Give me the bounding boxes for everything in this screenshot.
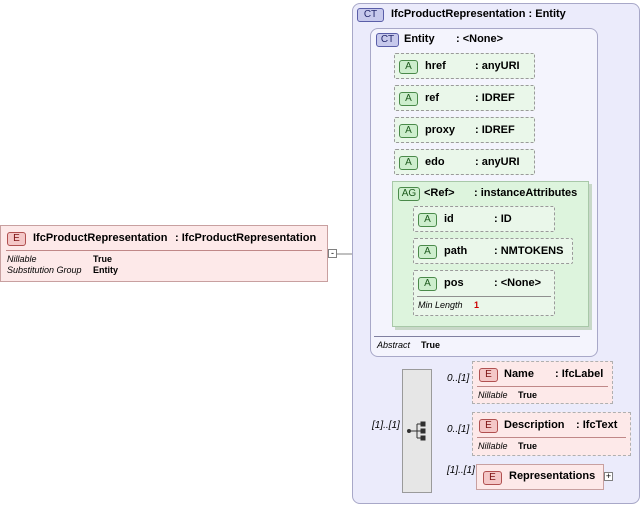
substitution-group-value: Entity <box>93 265 119 275</box>
element-type: : IfcText <box>576 419 618 431</box>
complex-type-badge: CT <box>357 8 384 22</box>
abstract-key: Abstract <box>377 340 411 350</box>
attribute-type: : NMTOKENS <box>494 245 564 257</box>
attribute-name: edo <box>425 156 445 168</box>
attribute-name: path <box>444 245 468 257</box>
sequence-icon <box>407 421 426 441</box>
child-element-description[interactable]: E Description : IfcText Nillable True <box>472 412 631 456</box>
element-name: Representations <box>509 470 596 482</box>
sequence-multiplicity: [1]..[1] <box>372 420 400 431</box>
attribute-badge: A <box>399 60 418 74</box>
nillable-key: Nillable <box>478 390 508 400</box>
base-type-name: Entity <box>404 33 435 45</box>
attribute-name: proxy <box>425 124 455 136</box>
expand-toggle[interactable]: + <box>604 471 613 481</box>
element-divider <box>477 437 626 438</box>
attribute-name: ref <box>425 92 440 104</box>
sequence-compositor[interactable] <box>402 369 432 493</box>
element-name: Name <box>504 368 534 380</box>
attribute-href[interactable]: A href : anyURI <box>394 53 535 79</box>
element-name: Description <box>504 419 565 431</box>
element-badge: E <box>483 471 502 485</box>
substitution-group-key: Substitution Group <box>7 265 82 275</box>
element-divider <box>477 386 608 387</box>
attribute-name: id <box>444 213 454 225</box>
attribute-type: : ID <box>494 213 512 225</box>
attribute-group-badge: AG <box>398 187 420 201</box>
attribute-path[interactable]: A path : NMTOKENS <box>413 238 573 264</box>
attribute-group-type: : instanceAttributes <box>474 187 578 199</box>
root-element-box[interactable]: E IfcProductRepresentation : IfcProductR… <box>0 225 328 282</box>
root-element-name: IfcProductRepresentation <box>33 232 168 244</box>
child-element-name[interactable]: E Name : IfcLabel Nillable True <box>472 361 613 404</box>
element-type: : IfcLabel <box>555 368 604 380</box>
nillable-value: True <box>93 254 113 264</box>
attribute-id[interactable]: A id : ID <box>413 206 555 232</box>
attribute-group-name: <Ref> <box>424 187 455 199</box>
child-multiplicity: [1]..[1] <box>447 465 475 476</box>
attribute-type: : IDREF <box>475 92 515 104</box>
nillable-key: Nillable <box>7 254 37 264</box>
attribute-pos[interactable]: A pos : <None> Min Length 1 <box>413 270 555 316</box>
abstract-divider <box>374 336 580 337</box>
collapse-toggle[interactable]: - <box>328 249 337 258</box>
min-length-key: Min Length <box>418 300 463 310</box>
attribute-badge: A <box>399 92 418 106</box>
min-length-value: 1 <box>474 300 480 310</box>
nillable-value: True <box>518 390 538 400</box>
element-badge: E <box>479 368 498 382</box>
attribute-type: : <None> <box>494 277 542 289</box>
child-multiplicity: 0..[1] <box>447 373 470 384</box>
attribute-badge: A <box>418 245 437 259</box>
attribute-type: : IDREF <box>475 124 515 136</box>
complex-type-title: IfcProductRepresentation : Entity <box>391 8 566 20</box>
attribute-ref[interactable]: A ref : IDREF <box>394 85 535 111</box>
abstract-value: True <box>421 340 441 350</box>
attribute-name: pos <box>444 277 464 289</box>
child-element-representations[interactable]: E Representations <box>476 464 604 490</box>
attribute-divider <box>417 296 551 297</box>
attribute-badge: A <box>418 277 437 291</box>
base-type-badge: CT <box>376 33 399 47</box>
attribute-edo[interactable]: A edo : anyURI <box>394 149 535 175</box>
attribute-badge: A <box>399 124 418 138</box>
attribute-badge: A <box>399 156 418 170</box>
attribute-badge: A <box>418 213 437 227</box>
attribute-type: : anyURI <box>475 60 520 72</box>
nillable-value: True <box>518 441 538 451</box>
attribute-type: : anyURI <box>475 156 520 168</box>
element-badge: E <box>479 419 498 433</box>
root-element-divider <box>6 250 322 251</box>
root-element-type: : IfcProductRepresentation <box>175 232 317 244</box>
nillable-key: Nillable <box>478 441 508 451</box>
attribute-name: href <box>425 60 446 72</box>
attribute-proxy[interactable]: A proxy : IDREF <box>394 117 535 143</box>
element-badge: E <box>7 232 26 246</box>
base-type-type: : <None> <box>456 33 504 45</box>
child-multiplicity: 0..[1] <box>447 424 470 435</box>
